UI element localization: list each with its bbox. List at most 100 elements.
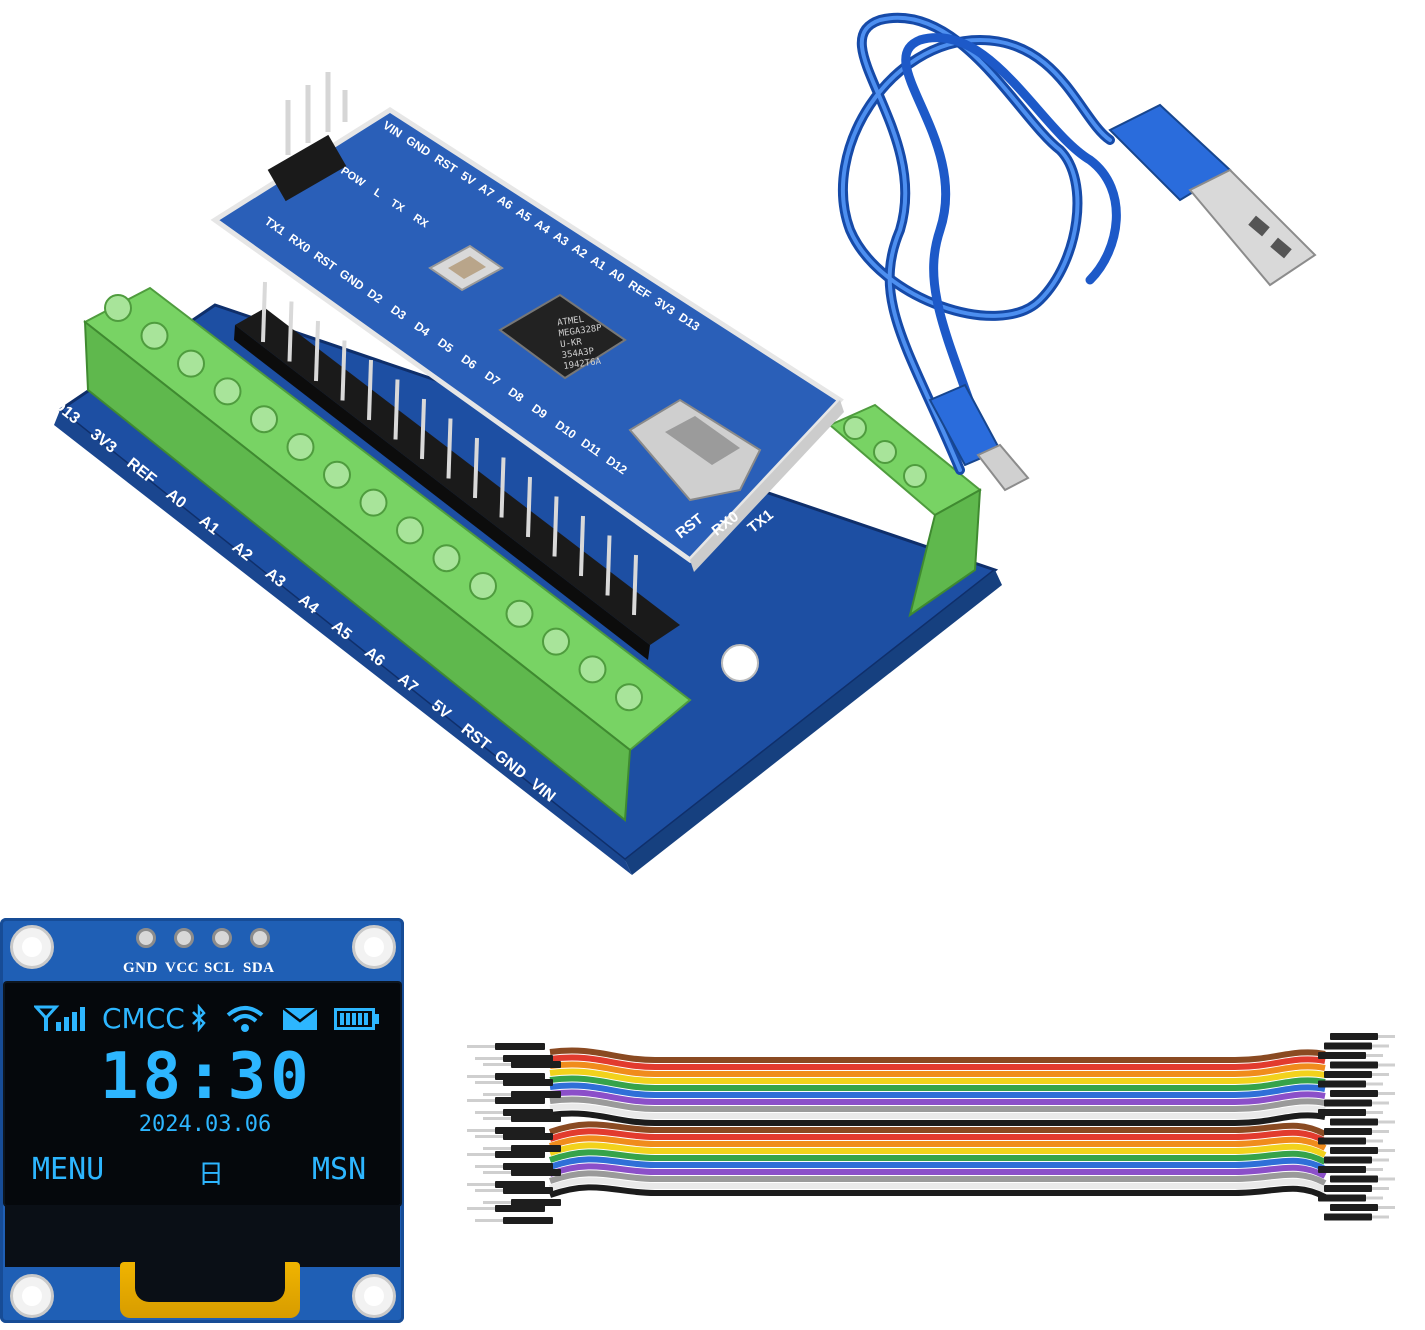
- dupont-housing-right: [1318, 1052, 1366, 1059]
- jumper-wire: [549, 1103, 1326, 1119]
- header-pin: [420, 398, 426, 460]
- header-pin: [552, 496, 559, 557]
- jumper-wire: [549, 1061, 1326, 1077]
- clock-date: 2024.03.06: [138, 1112, 272, 1137]
- pin-pad: [136, 928, 156, 948]
- terminal-screw: [323, 460, 351, 489]
- battery-icon: [334, 1008, 379, 1030]
- dupont-housing-left: [503, 1133, 553, 1140]
- dupont-housing-right: [1330, 1204, 1378, 1211]
- terminal-screw: [432, 544, 461, 573]
- dupont-housing-right: [1324, 1185, 1372, 1192]
- led-label: L: [371, 186, 384, 201]
- flex-ribbon-inner: [135, 1262, 285, 1302]
- dupont-housing-right: [1324, 1213, 1372, 1221]
- dupont-housing-right: [1324, 1156, 1372, 1164]
- dupont-housing-left: [503, 1055, 553, 1062]
- pin-label: GND: [123, 960, 158, 976]
- dupont-housing-right: [1318, 1080, 1366, 1088]
- header-pin: [632, 554, 638, 616]
- dupont-housing-left: [511, 1199, 561, 1206]
- jumper-wire: [548, 1128, 1327, 1144]
- jumper-wire: [549, 1082, 1326, 1098]
- mounting-hole: [352, 1274, 396, 1318]
- terminal-screw: [104, 294, 132, 322]
- dupont-housing-left: [495, 1151, 545, 1158]
- dupont-housing-left: [511, 1145, 561, 1152]
- dupont-housing-left: [503, 1109, 553, 1116]
- header-pin: [526, 476, 532, 538]
- terminal-screw: [359, 488, 388, 517]
- usb-cable-photo: [837, 12, 1317, 492]
- dupont-housing-left: [503, 1163, 553, 1170]
- dupont-housing-left: [495, 1127, 545, 1134]
- dupont-housing-right: [1330, 1118, 1378, 1126]
- dupont-housing-right: [1330, 1175, 1378, 1183]
- mounting-hole: [10, 925, 54, 969]
- terminal-screw: [250, 405, 278, 434]
- jumper-wire: [549, 1089, 1326, 1105]
- jumper-wire: [548, 1121, 1327, 1137]
- header-pin: [499, 457, 506, 518]
- jumper-wire: [548, 1149, 1327, 1165]
- dupont-housing-left: [511, 1061, 561, 1068]
- terminal-screw: [578, 655, 607, 684]
- dupont-housing-left: [495, 1181, 545, 1188]
- pin-pad: [174, 928, 194, 948]
- dupont-housing-right: [1330, 1090, 1378, 1097]
- dupont-housing-right: [1324, 1128, 1372, 1135]
- jumper-wire: [548, 1163, 1327, 1179]
- terminal-screw: [505, 599, 534, 628]
- mini-usb-plug: [928, 383, 1030, 492]
- wifi-icon: [226, 1006, 264, 1032]
- jumper-wire: [549, 1096, 1326, 1112]
- pin-pad: [212, 928, 232, 948]
- mounting-hole: [721, 644, 759, 682]
- dupont-housing-right: [1324, 1071, 1372, 1078]
- jumper-wire: [548, 1156, 1327, 1172]
- female-header: [235, 308, 680, 645]
- dupont-housing-left: [511, 1091, 561, 1098]
- terminal-screw: [140, 321, 169, 350]
- terminal-screw: [177, 349, 205, 378]
- mcu-chip: [498, 293, 627, 380]
- dupont-housing-left: [511, 1115, 561, 1122]
- header-pin: [393, 379, 400, 440]
- icsp-header: [267, 72, 348, 202]
- pin-label: SDA: [243, 960, 275, 976]
- dupont-housing-right: [1324, 1099, 1372, 1107]
- dupont-housing-right: [1318, 1137, 1366, 1145]
- jumper-wire: [549, 1075, 1326, 1091]
- menu-soft-key: MENU: [32, 1152, 105, 1187]
- header-pin: [473, 437, 479, 499]
- jumper-wire: [548, 1142, 1327, 1158]
- header-pin: [340, 340, 347, 401]
- nano-board: [210, 72, 844, 616]
- mounting-hole: [352, 925, 396, 969]
- dupont-housing-right: [1330, 1033, 1378, 1040]
- jumper-wire: [548, 1177, 1327, 1193]
- header-pin: [367, 359, 373, 421]
- carrier-label: CMCC: [102, 1002, 185, 1035]
- dupont-housing-left: [511, 1169, 561, 1176]
- dupont-housing-left: [503, 1217, 553, 1224]
- terminal-screw: [286, 433, 315, 461]
- dupont-housing-left: [495, 1043, 545, 1050]
- jumper-wire: [549, 1068, 1326, 1084]
- dupont-housing-right: [1318, 1109, 1366, 1116]
- jumper-wire: [548, 1135, 1327, 1151]
- usb-a-plug: [1108, 103, 1317, 287]
- terminal-screw: [213, 377, 242, 406]
- dupont-housing-left: [495, 1205, 545, 1212]
- dupont-housing-right: [1318, 1194, 1366, 1202]
- jumper-wire: [549, 1110, 1326, 1126]
- terminal-screw: [542, 627, 570, 656]
- clock-time: 18:30: [100, 1040, 313, 1114]
- dupont-housing-left: [495, 1073, 545, 1080]
- dupont-housing-right: [1330, 1061, 1378, 1069]
- terminal-screw: [469, 572, 497, 600]
- dupont-housing-left: [495, 1097, 545, 1104]
- mail-icon: [282, 1007, 318, 1030]
- signal-icon: [34, 1005, 85, 1031]
- dupont-housing-right: [1324, 1042, 1372, 1050]
